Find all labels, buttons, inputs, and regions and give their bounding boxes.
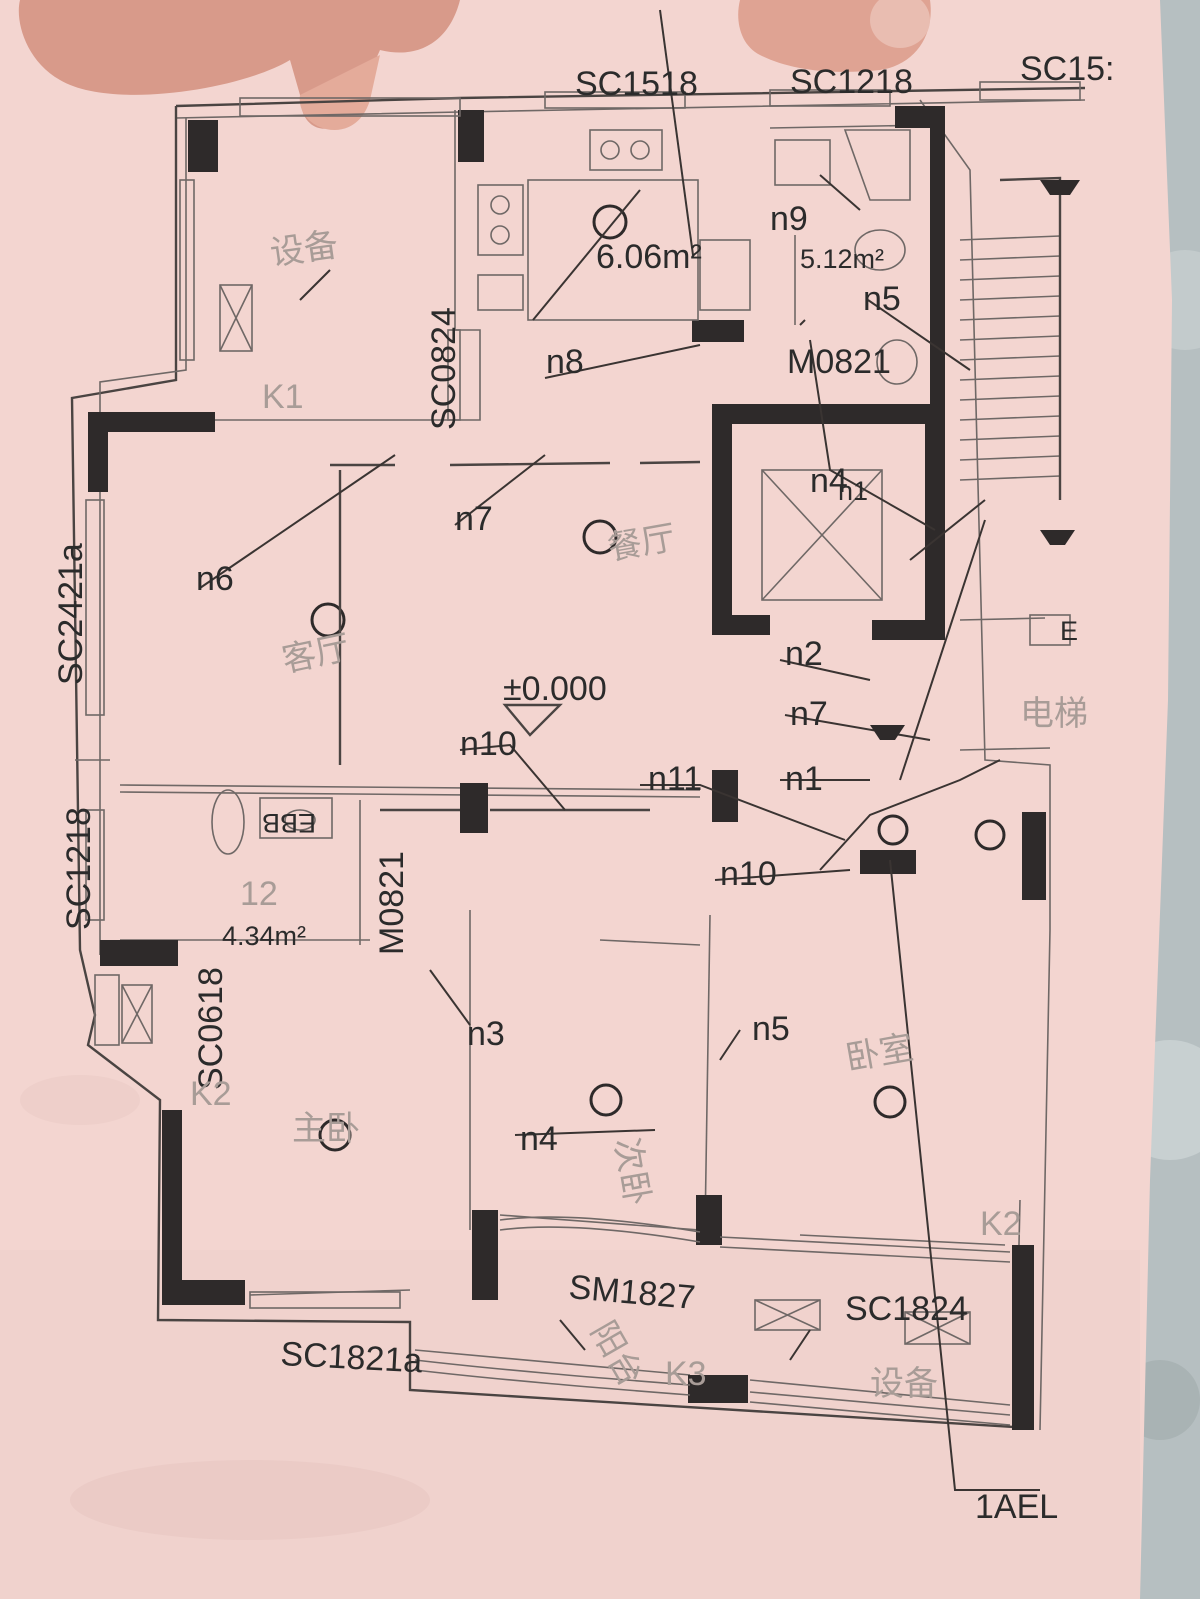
leader-lines [199,9,1040,1491]
window-label-sc1518: SC1518 [575,65,698,103]
hand-fingers [18,0,931,131]
door-label-m0821-mid: M0821 [373,851,411,955]
interior-walls [75,110,1011,1406]
leader-n4-1b: n1 [838,476,868,506]
faint-equipment-br: 设备 [870,1365,938,1403]
ebb-mark: EBB [262,808,316,838]
leader-n6: n6 [196,560,234,598]
level-triangle [502,703,563,737]
window-label-sc1218-left: SC1218 [60,807,98,930]
faint-elevator: 电梯 [1020,695,1088,733]
leader-n5-top: n5 [863,280,901,318]
window-label-sc1218-top: SC1218 [790,63,913,101]
area-bath-mid: 4.34m² [222,921,306,951]
window-label-sc1821a: SC1821a [280,1335,424,1380]
leader-n8: n8 [546,343,584,381]
leader-n4: n4 [520,1120,558,1158]
ael-label: 1AEL [975,1488,1058,1526]
faint-k2-right: K2 [980,1205,1022,1243]
dashed-lines [330,460,701,812]
faint-k3: K3 [665,1355,707,1393]
elevator-shaft [761,469,883,601]
leader-n4-1: n4 [810,462,848,500]
area-kitchen: 6.06m² [596,238,702,276]
leader-n7-right: n7 [790,695,828,733]
leader-n3: n3 [467,1015,505,1053]
window-label-sc15: SC15: [1020,50,1115,88]
labels: SC1518 SC1218 SC15: SC0824 SC2421a SC121… [52,50,1115,1526]
area-bath-top: 5.12m² [800,244,884,274]
window-label-sc1824: SC1824 [845,1290,968,1328]
leader-n10-top: n10 [460,725,517,763]
leader-n1: n1 [785,760,823,798]
door-label-m0821-top: M0821 [787,343,891,381]
window-label-sc2421a: SC2421a [52,543,90,685]
faint-bedroom-left: 主卧 [292,1110,360,1148]
leader-n10-bottom: n10 [720,855,777,893]
leader-n11: n11 [648,760,702,798]
level-label: ±0.000 [503,670,607,708]
faint-k2-left: K2 [190,1075,232,1113]
faint-num12: 12 [240,875,278,913]
paper-sheet [0,0,1172,1599]
leader-n9: n9 [770,200,808,238]
leader-n7-top: n7 [455,500,493,538]
leader-n2: n2 [785,635,823,673]
leader-n5-bottom: n5 [752,1010,790,1048]
thick-walls [88,106,1046,1430]
faint-k1: K1 [262,378,304,416]
exit-sign-e: E [1060,616,1078,646]
lamp-symbols [870,180,1080,740]
window-label-sc0824: SC0824 [425,307,463,430]
faint-equipment-tl: 设备 [268,226,341,273]
room-markers [310,204,1006,1152]
window-label-sc0618: SC0618 [192,967,230,1090]
stairs [959,176,1062,751]
window-frames [85,81,1081,1426]
